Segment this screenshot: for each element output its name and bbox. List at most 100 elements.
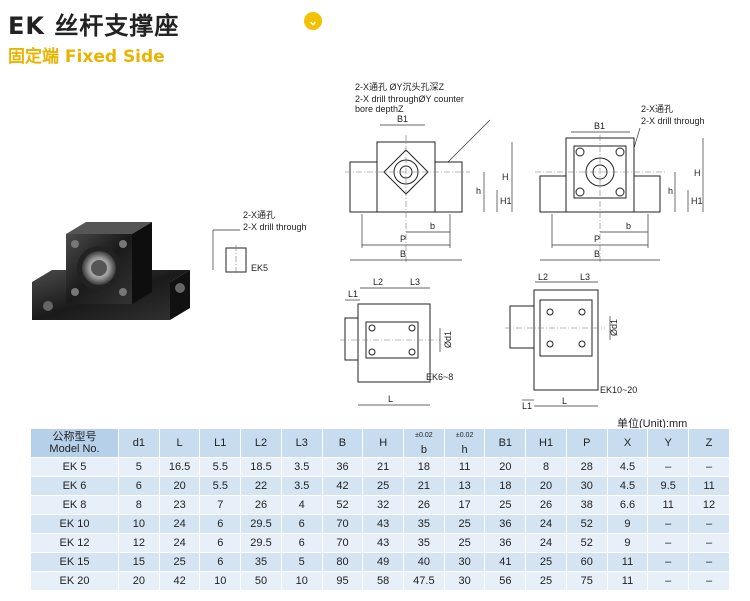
value-cell: 5	[280, 552, 323, 572]
note-top-en2: bore depthZ	[355, 104, 404, 114]
model-cell: EK 15	[30, 552, 119, 572]
value-cell: 70	[321, 533, 364, 553]
value-cell: 11	[443, 457, 486, 477]
value-cell: 50	[240, 571, 282, 591]
value-cell: 32	[362, 495, 405, 515]
value-cell: 56	[484, 571, 527, 591]
value-cell: 12	[118, 533, 160, 553]
dim-l3-b: L3	[580, 272, 590, 282]
value-cell: 10	[199, 571, 242, 591]
value-cell: 30	[443, 571, 486, 591]
value-cell: 10	[280, 571, 323, 591]
value-cell: 20	[525, 476, 567, 496]
col-header: B1	[484, 428, 527, 458]
front-view-a: 2-X通孔 ØY沉头孔深Z 2-X drill throughØY counte…	[345, 82, 513, 262]
value-cell: –	[688, 457, 730, 477]
value-cell: 43	[362, 533, 405, 553]
value-cell: 6	[199, 514, 242, 534]
model-header: 公称型号 Model No.	[30, 428, 119, 458]
model-cell: EK 5	[30, 457, 119, 477]
value-cell: 28	[565, 457, 608, 477]
col-header: d1	[118, 428, 160, 458]
value-cell: 38	[565, 495, 608, 515]
value-cell: 25	[484, 495, 527, 515]
ek5-note-cn: 2-X通孔	[243, 210, 275, 220]
value-cell: 75	[565, 571, 608, 591]
value-cell: 6	[199, 552, 242, 572]
value-cell: –	[688, 533, 730, 553]
value-cell: 4	[280, 495, 323, 515]
value-cell: 35	[240, 552, 282, 572]
side-view-ek6-8: L1 L2 L3 Ød1 EK6~8 L	[340, 277, 453, 406]
col-header: P	[565, 428, 608, 458]
dim-p-b: P	[594, 234, 600, 244]
value-cell: 25	[525, 571, 567, 591]
value-cell: 25	[158, 552, 201, 572]
value-cell: –	[647, 552, 690, 572]
model-header-cn: 公称型号	[52, 431, 97, 443]
col-header: L2	[240, 428, 282, 458]
value-cell: 35	[403, 514, 445, 534]
value-cell: 47.5	[403, 571, 445, 591]
value-cell: 42	[321, 476, 364, 496]
value-cell: 20	[118, 571, 160, 591]
ek5-drawing: 2-X通孔 2-X drill through EK5	[212, 210, 307, 275]
dim-bb-a: B	[400, 249, 406, 259]
dim-d1-a: Ød1	[443, 331, 453, 348]
dim-h1-b: H1	[691, 196, 703, 206]
chevron-down-circle-icon[interactable]: ⌄	[304, 12, 322, 30]
model-cell: EK 12	[30, 533, 119, 553]
dim-h-a: h	[476, 186, 481, 196]
value-cell: 21	[362, 457, 405, 477]
value-cell: –	[688, 514, 730, 534]
value-cell: 6	[280, 514, 323, 534]
value-cell: 26	[525, 495, 567, 515]
value-cell: 20	[484, 457, 527, 477]
value-cell: 21	[403, 476, 445, 496]
value-cell: 18	[403, 457, 445, 477]
value-cell: 12	[688, 495, 730, 515]
value-cell: 26	[403, 495, 445, 515]
value-cell: –	[647, 571, 690, 591]
value-cell: 35	[403, 533, 445, 553]
value-cell: 49	[362, 552, 405, 572]
value-cell: 29.5	[240, 514, 282, 534]
value-cell: 36	[484, 514, 527, 534]
side-view-ek10-20: L2 L3 Ød1 EK10~20 L1 L	[505, 272, 637, 411]
value-cell: 52	[565, 533, 608, 553]
value-cell: 80	[321, 552, 364, 572]
value-cell: 42	[158, 571, 201, 591]
value-cell: 4.5	[606, 457, 649, 477]
model-cell: EK 6	[30, 476, 119, 496]
value-cell: 5	[118, 457, 160, 477]
value-cell: 4.5	[606, 476, 649, 496]
product-image	[32, 222, 190, 320]
value-cell: 9	[606, 514, 649, 534]
value-cell: 13	[443, 476, 486, 496]
dim-l1-b: L1	[522, 401, 532, 411]
dim-b1-b: B1	[594, 121, 605, 131]
value-cell: 40	[403, 552, 445, 572]
value-cell: 25	[443, 514, 486, 534]
col-header: L1	[199, 428, 242, 458]
note-top-en1: 2-X drill throughØY counter	[355, 94, 464, 104]
value-cell: 18.5	[240, 457, 282, 477]
ek68-label: EK6~8	[426, 372, 453, 382]
value-cell: 7	[199, 495, 242, 515]
value-cell: 9.5	[647, 476, 690, 496]
value-cell: 22	[240, 476, 282, 496]
value-cell: 9	[606, 533, 649, 553]
dim-l3-a: L3	[410, 277, 420, 287]
value-cell: –	[647, 533, 690, 553]
value-cell: 52	[321, 495, 364, 515]
value-cell: 20	[158, 476, 201, 496]
model-cell: EK 8	[30, 495, 119, 515]
value-cell: 17	[443, 495, 486, 515]
